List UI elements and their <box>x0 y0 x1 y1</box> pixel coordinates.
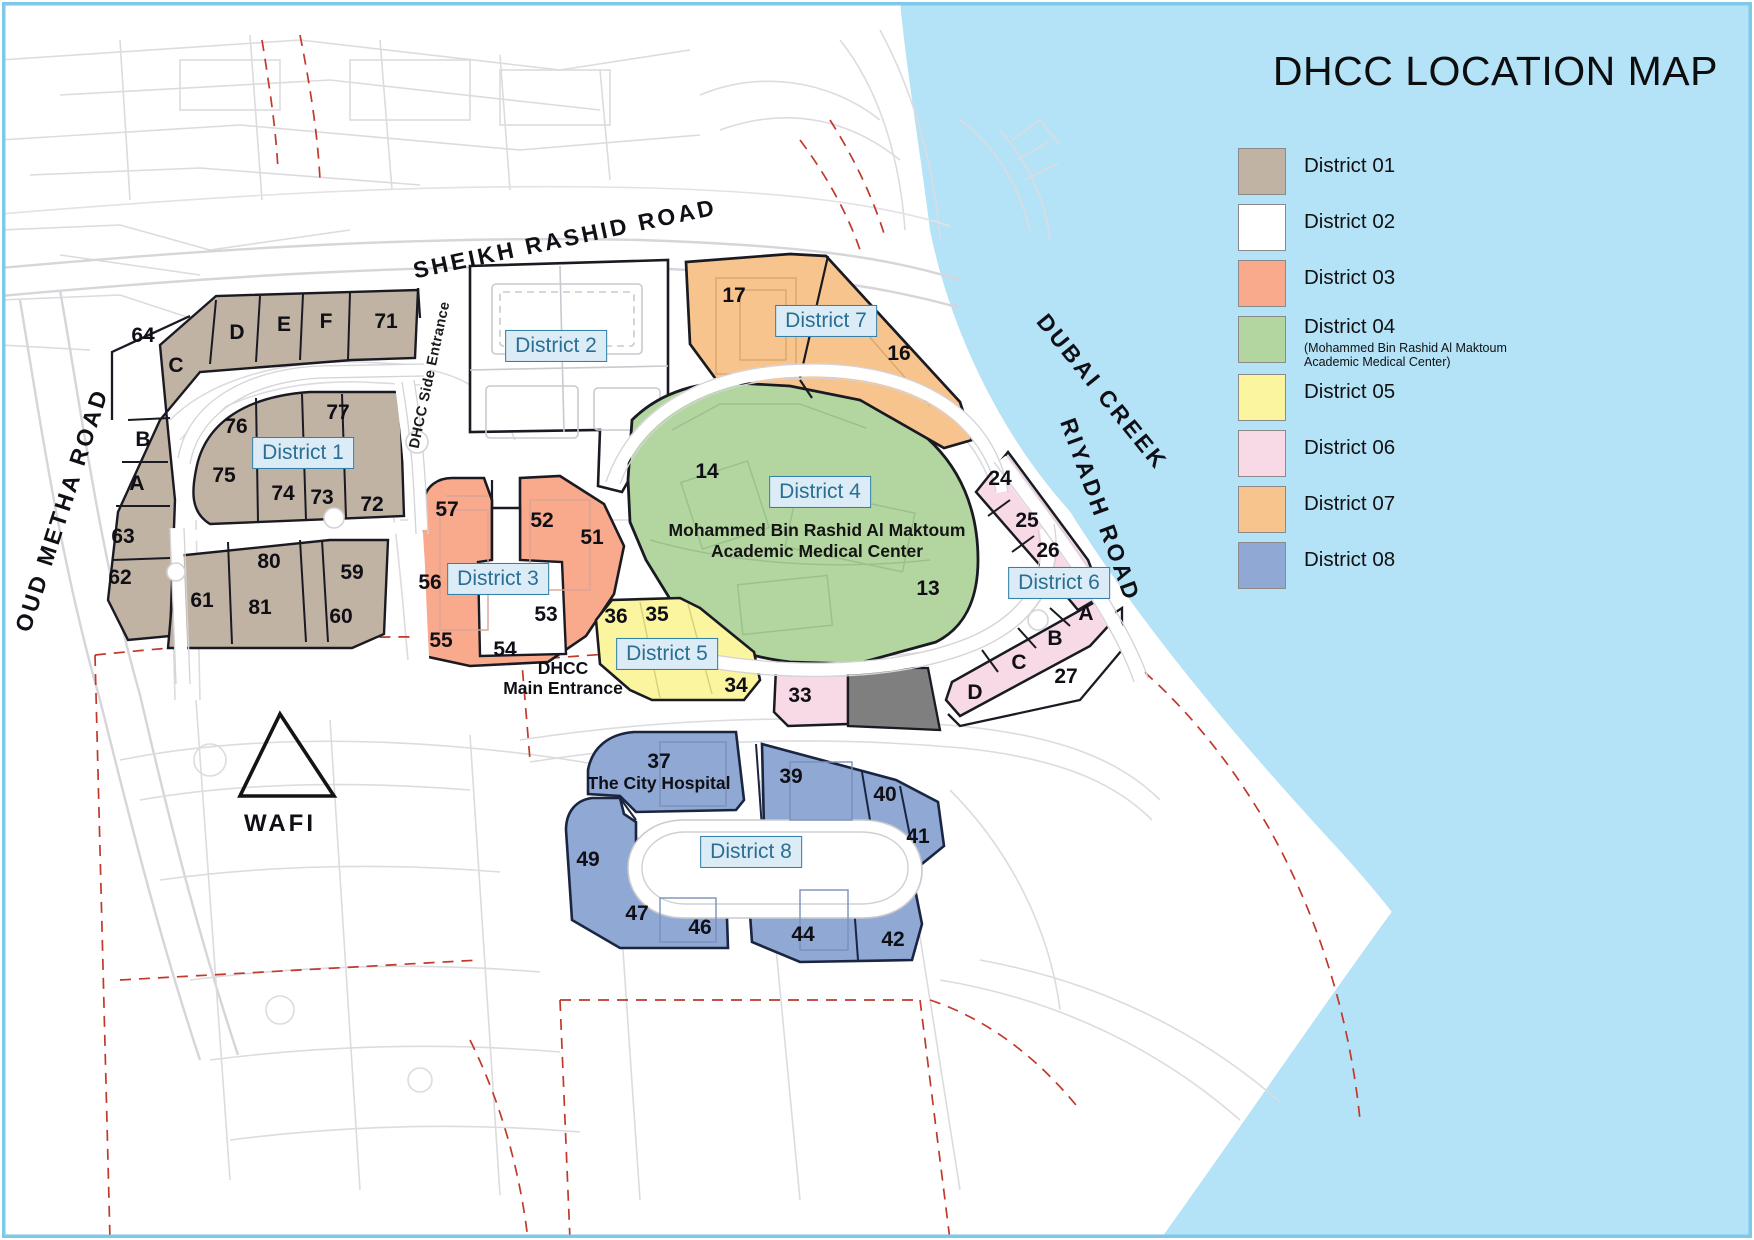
poi-dhcc-main-entrance-line1: DHCC <box>537 657 589 678</box>
legend-sublabel-district-04-line1: (Mohammed Bin Rashid Al Maktoum <box>1304 340 1507 355</box>
legend-item-district-04[interactable]: District 04 (Mohammed Bin Rashid Al Makt… <box>1238 316 1538 372</box>
legend-swatch-district-02 <box>1238 204 1286 251</box>
district-tag-district-3[interactable]: District 3 <box>447 562 549 596</box>
legend-swatch-district-06 <box>1238 430 1286 477</box>
legend-label-district-04: District 04 <box>1304 315 1396 338</box>
roundabouts <box>166 430 1049 631</box>
wafi-triangle <box>237 710 338 798</box>
legend-item-district-05[interactable]: District 05 <box>1238 374 1538 421</box>
district-tag-district-2[interactable]: District 2 <box>505 329 607 363</box>
legend-item-district-07[interactable]: District 07 <box>1238 486 1538 533</box>
legend-label-district-05: District 05 <box>1304 380 1396 403</box>
legend: District 01 District 02 District 03 Dist… <box>1238 148 1538 598</box>
poi-the-city-hospital: The City Hospital <box>587 772 731 793</box>
district-tag-district-8[interactable]: District 8 <box>700 835 802 869</box>
legend-swatch-district-03 <box>1238 260 1286 307</box>
legend-label-district-07: District 07 <box>1304 492 1396 515</box>
legend-item-district-01[interactable]: District 01 <box>1238 148 1538 195</box>
legend-swatch-district-05 <box>1238 374 1286 421</box>
legend-swatch-district-01 <box>1238 148 1286 195</box>
district-tag-district-4[interactable]: District 4 <box>769 475 871 509</box>
amc-line1: Mohammed Bin Rashid Al Maktoum <box>668 520 966 540</box>
poi-dhcc-main-entrance-line2: Main Entrance <box>503 678 623 698</box>
district-tag-district-7[interactable]: District 7 <box>775 304 877 338</box>
district-6-dividers <box>981 499 1071 673</box>
district-8-buildings <box>659 741 853 951</box>
plot-64-leader <box>110 314 191 420</box>
district-tag-district-6[interactable]: District 6 <box>1008 566 1110 600</box>
legend-item-district-02[interactable]: District 02 <box>1238 204 1538 251</box>
legend-swatch-district-04 <box>1238 316 1286 363</box>
boundary-dashed <box>94 34 1361 1238</box>
legend-label-district-02: District 02 <box>1304 210 1396 233</box>
district-tag-district-5[interactable]: District 5 <box>616 637 718 671</box>
amc-line2: Academic Medical Center <box>710 541 924 561</box>
legend-label-district-03: District 03 <box>1304 266 1396 289</box>
legend-item-district-03[interactable]: District 03 <box>1238 260 1538 307</box>
legend-label-district-01: District 01 <box>1304 154 1396 177</box>
legend-label-district-06: District 06 <box>1304 436 1396 459</box>
legend-label-district-08: District 08 <box>1304 548 1396 571</box>
legend-item-district-08[interactable]: District 08 <box>1238 542 1538 589</box>
legend-sublabel-district-04-line2: Academic Medical Center) <box>1304 355 1451 370</box>
page-title: DHCC LOCATION MAP <box>1272 48 1718 94</box>
district-4-internal <box>649 403 931 636</box>
legend-swatch-district-08 <box>1238 542 1286 589</box>
district-6-outline-bracket <box>947 605 1124 728</box>
district-2-polygon <box>468 258 670 494</box>
grey-block <box>846 666 942 732</box>
label-wafi: WAFI <box>244 810 316 837</box>
district-tag-district-1[interactable]: District 1 <box>252 436 354 470</box>
legend-item-district-06[interactable]: District 06 <box>1238 430 1538 477</box>
legend-swatch-district-07 <box>1238 486 1286 533</box>
